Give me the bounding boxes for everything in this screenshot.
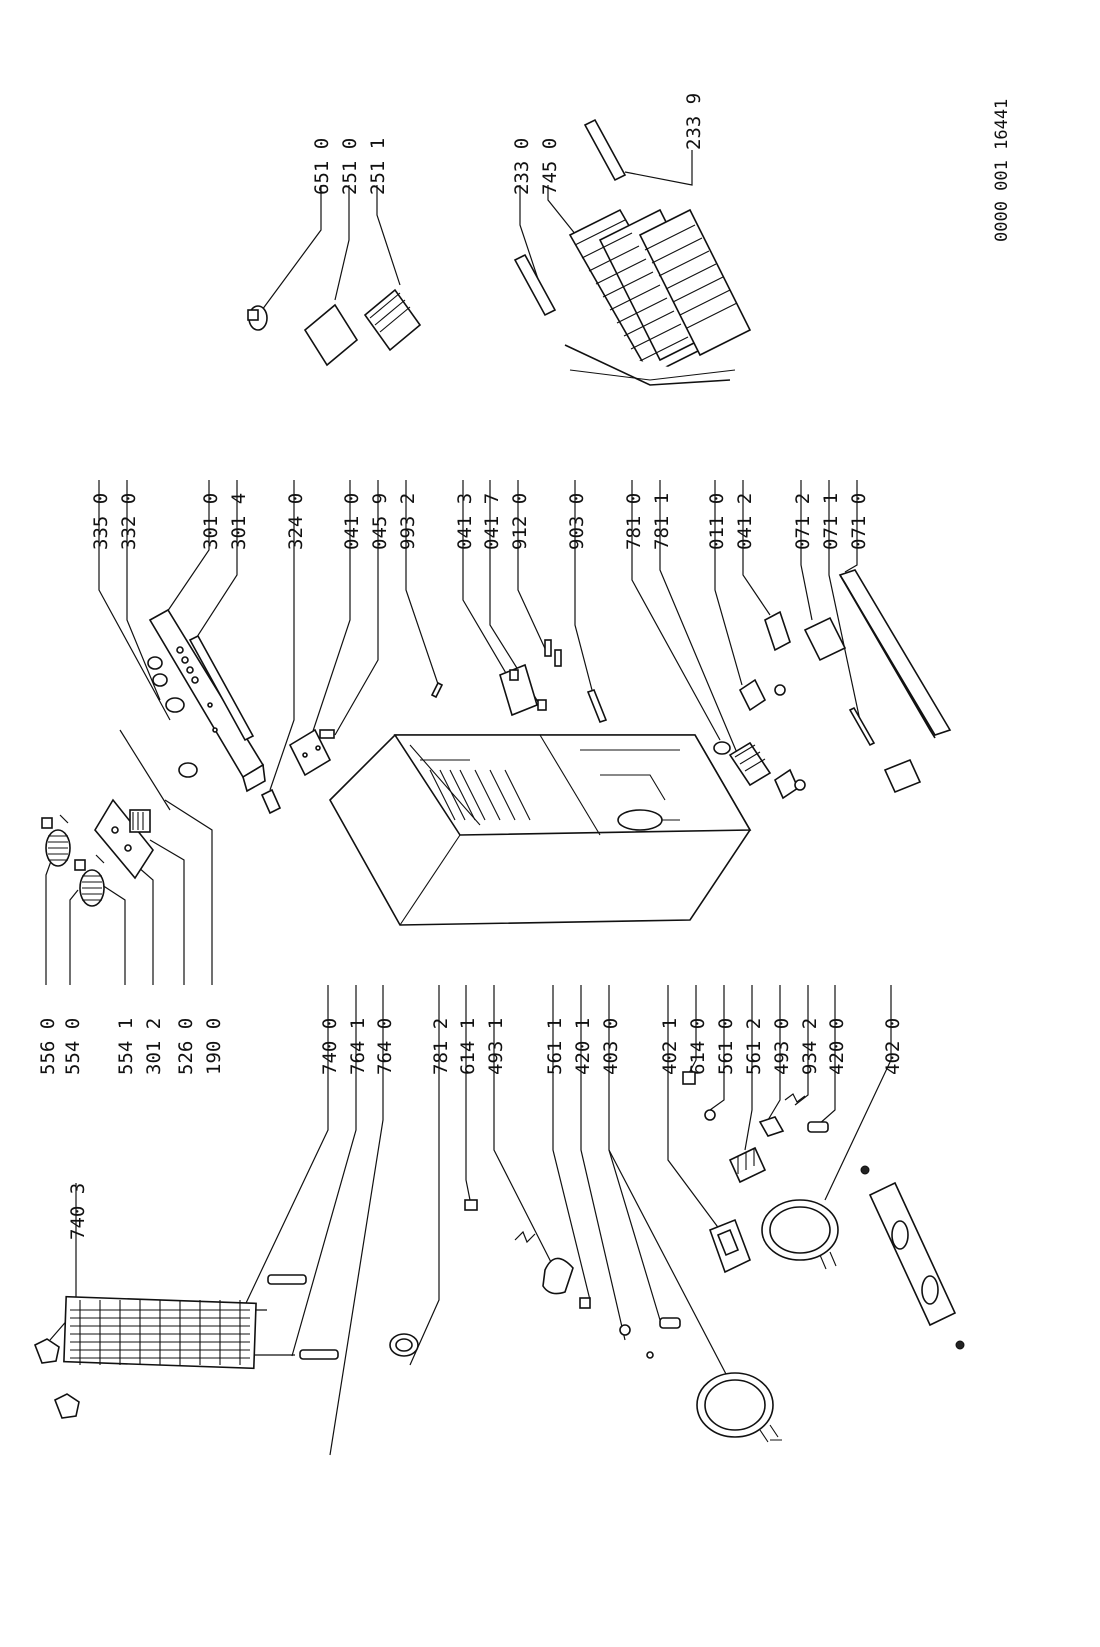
compressor-box-part <box>708 1218 752 1274</box>
label-233-9: 233 9 <box>683 93 705 150</box>
label-745-0: 745 0 <box>539 138 561 195</box>
label-071-2: 071 2 <box>792 493 814 550</box>
wire-shelf-part <box>564 208 752 386</box>
shelf-trim-part <box>513 253 557 317</box>
grommet-part <box>682 1071 716 1121</box>
part-labels: 740 3 556 0 554 0 554 1 301 2 526 0 190 … <box>37 93 904 1240</box>
label-614-0: 614 0 <box>687 1018 709 1075</box>
small-connector-part <box>579 1297 681 1359</box>
compressor-part <box>696 1372 782 1443</box>
condenser-coil-part <box>63 1295 295 1370</box>
evaporator-cover-part <box>363 288 422 352</box>
filter-dryer-part <box>267 1274 339 1360</box>
label-041-0: 041 0 <box>341 493 363 550</box>
label-993-2: 993 2 <box>397 493 419 550</box>
label-740-3: 740 3 <box>67 1183 89 1240</box>
label-251-0: 251 0 <box>339 138 361 195</box>
label-554-1: 554 1 <box>115 1018 137 1075</box>
rod-part <box>586 689 608 723</box>
label-402-0: 402 0 <box>882 1018 904 1075</box>
label-781-0: 781 0 <box>623 493 645 550</box>
label-251-1: 251 1 <box>367 138 389 195</box>
fan-motor-part <box>389 1333 419 1357</box>
plinth-part <box>838 569 952 739</box>
relay-part <box>758 1116 785 1137</box>
lower-hinge-part <box>738 610 806 800</box>
strip-part <box>188 634 255 742</box>
control-panel-part <box>148 608 266 793</box>
label-045-9: 045 9 <box>369 493 391 550</box>
plinth-strip-part <box>848 706 876 747</box>
label-233-0: 233 0 <box>511 138 533 195</box>
label-526-0: 526 0 <box>175 1018 197 1075</box>
label-403-0: 403 0 <box>600 1018 622 1075</box>
control-plate-part <box>94 798 154 880</box>
label-335-0: 335 0 <box>90 493 112 550</box>
clip-part <box>464 1199 478 1211</box>
label-912-0: 912 0 <box>509 493 531 550</box>
label-934-2: 934 2 <box>799 1018 821 1075</box>
label-041-7: 041 7 <box>481 493 503 550</box>
label-614-1: 614 1 <box>457 1018 479 1075</box>
label-332-0: 332 0 <box>118 493 140 550</box>
label-301-2: 301 2 <box>143 1018 165 1075</box>
plinth-bracket-part <box>803 616 847 662</box>
hinge-part <box>288 728 335 777</box>
document-code: 0000 001 16441 <box>992 99 1012 242</box>
label-301-4: 301 4 <box>228 493 250 550</box>
pin-part <box>430 681 444 699</box>
label-420-1: 420 1 <box>572 1018 594 1075</box>
lamp-cover-part <box>260 788 282 815</box>
label-324-0: 324 0 <box>285 493 307 550</box>
label-781-2: 781 2 <box>430 1018 452 1075</box>
label-190-0: 190 0 <box>203 1018 225 1075</box>
refrigerator-cabinet-part <box>329 734 752 926</box>
spring-part <box>41 814 105 907</box>
label-301-0: 301 0 <box>200 493 222 550</box>
label-011-0: 011 0 <box>706 493 728 550</box>
base-plate-part <box>860 1165 965 1350</box>
label-561-0: 561 0 <box>715 1018 737 1075</box>
label-561-2: 561 2 <box>743 1018 765 1075</box>
door-bracket-part <box>499 663 547 717</box>
leader-lines <box>45 150 892 1456</box>
wire-part <box>119 729 171 811</box>
label-740-0: 740 0 <box>319 1018 341 1075</box>
label-651-0: 651 0 <box>311 138 333 195</box>
label-764-0: 764 0 <box>374 1018 396 1075</box>
label-071-1: 071 1 <box>820 493 842 550</box>
label-493-1: 493 1 <box>485 1018 507 1075</box>
foot-part <box>883 758 922 794</box>
label-556-0: 556 0 <box>37 1018 59 1075</box>
label-561-1: 561 1 <box>544 1018 566 1075</box>
lamp-part <box>247 305 268 331</box>
terminal-block-part <box>728 1146 767 1184</box>
label-071-0: 071 0 <box>848 493 870 550</box>
label-903-0: 903 0 <box>566 493 588 550</box>
relay-cover-part <box>514 1230 574 1295</box>
clip-wire-part <box>784 1093 806 1103</box>
thermostat-knob-part <box>147 656 198 778</box>
label-781-1: 781 1 <box>651 493 673 550</box>
grill-part <box>713 741 772 787</box>
label-420-0: 420 0 <box>826 1018 848 1075</box>
label-554-0: 554 0 <box>62 1018 84 1075</box>
overload-part <box>807 1121 829 1133</box>
label-041-3: 041 3 <box>454 493 476 550</box>
shelf-trim-back-part <box>583 118 627 182</box>
label-041-2: 041 2 <box>734 493 756 550</box>
label-764-1: 764 1 <box>347 1018 369 1075</box>
compressor-second-part <box>761 1199 839 1270</box>
screw-part <box>544 639 562 667</box>
shelf-sheet-part <box>303 303 359 367</box>
label-493-0: 493 0 <box>771 1018 793 1075</box>
bracket-740-3-part <box>33 1338 80 1419</box>
label-402-1: 402 1 <box>659 1018 681 1075</box>
